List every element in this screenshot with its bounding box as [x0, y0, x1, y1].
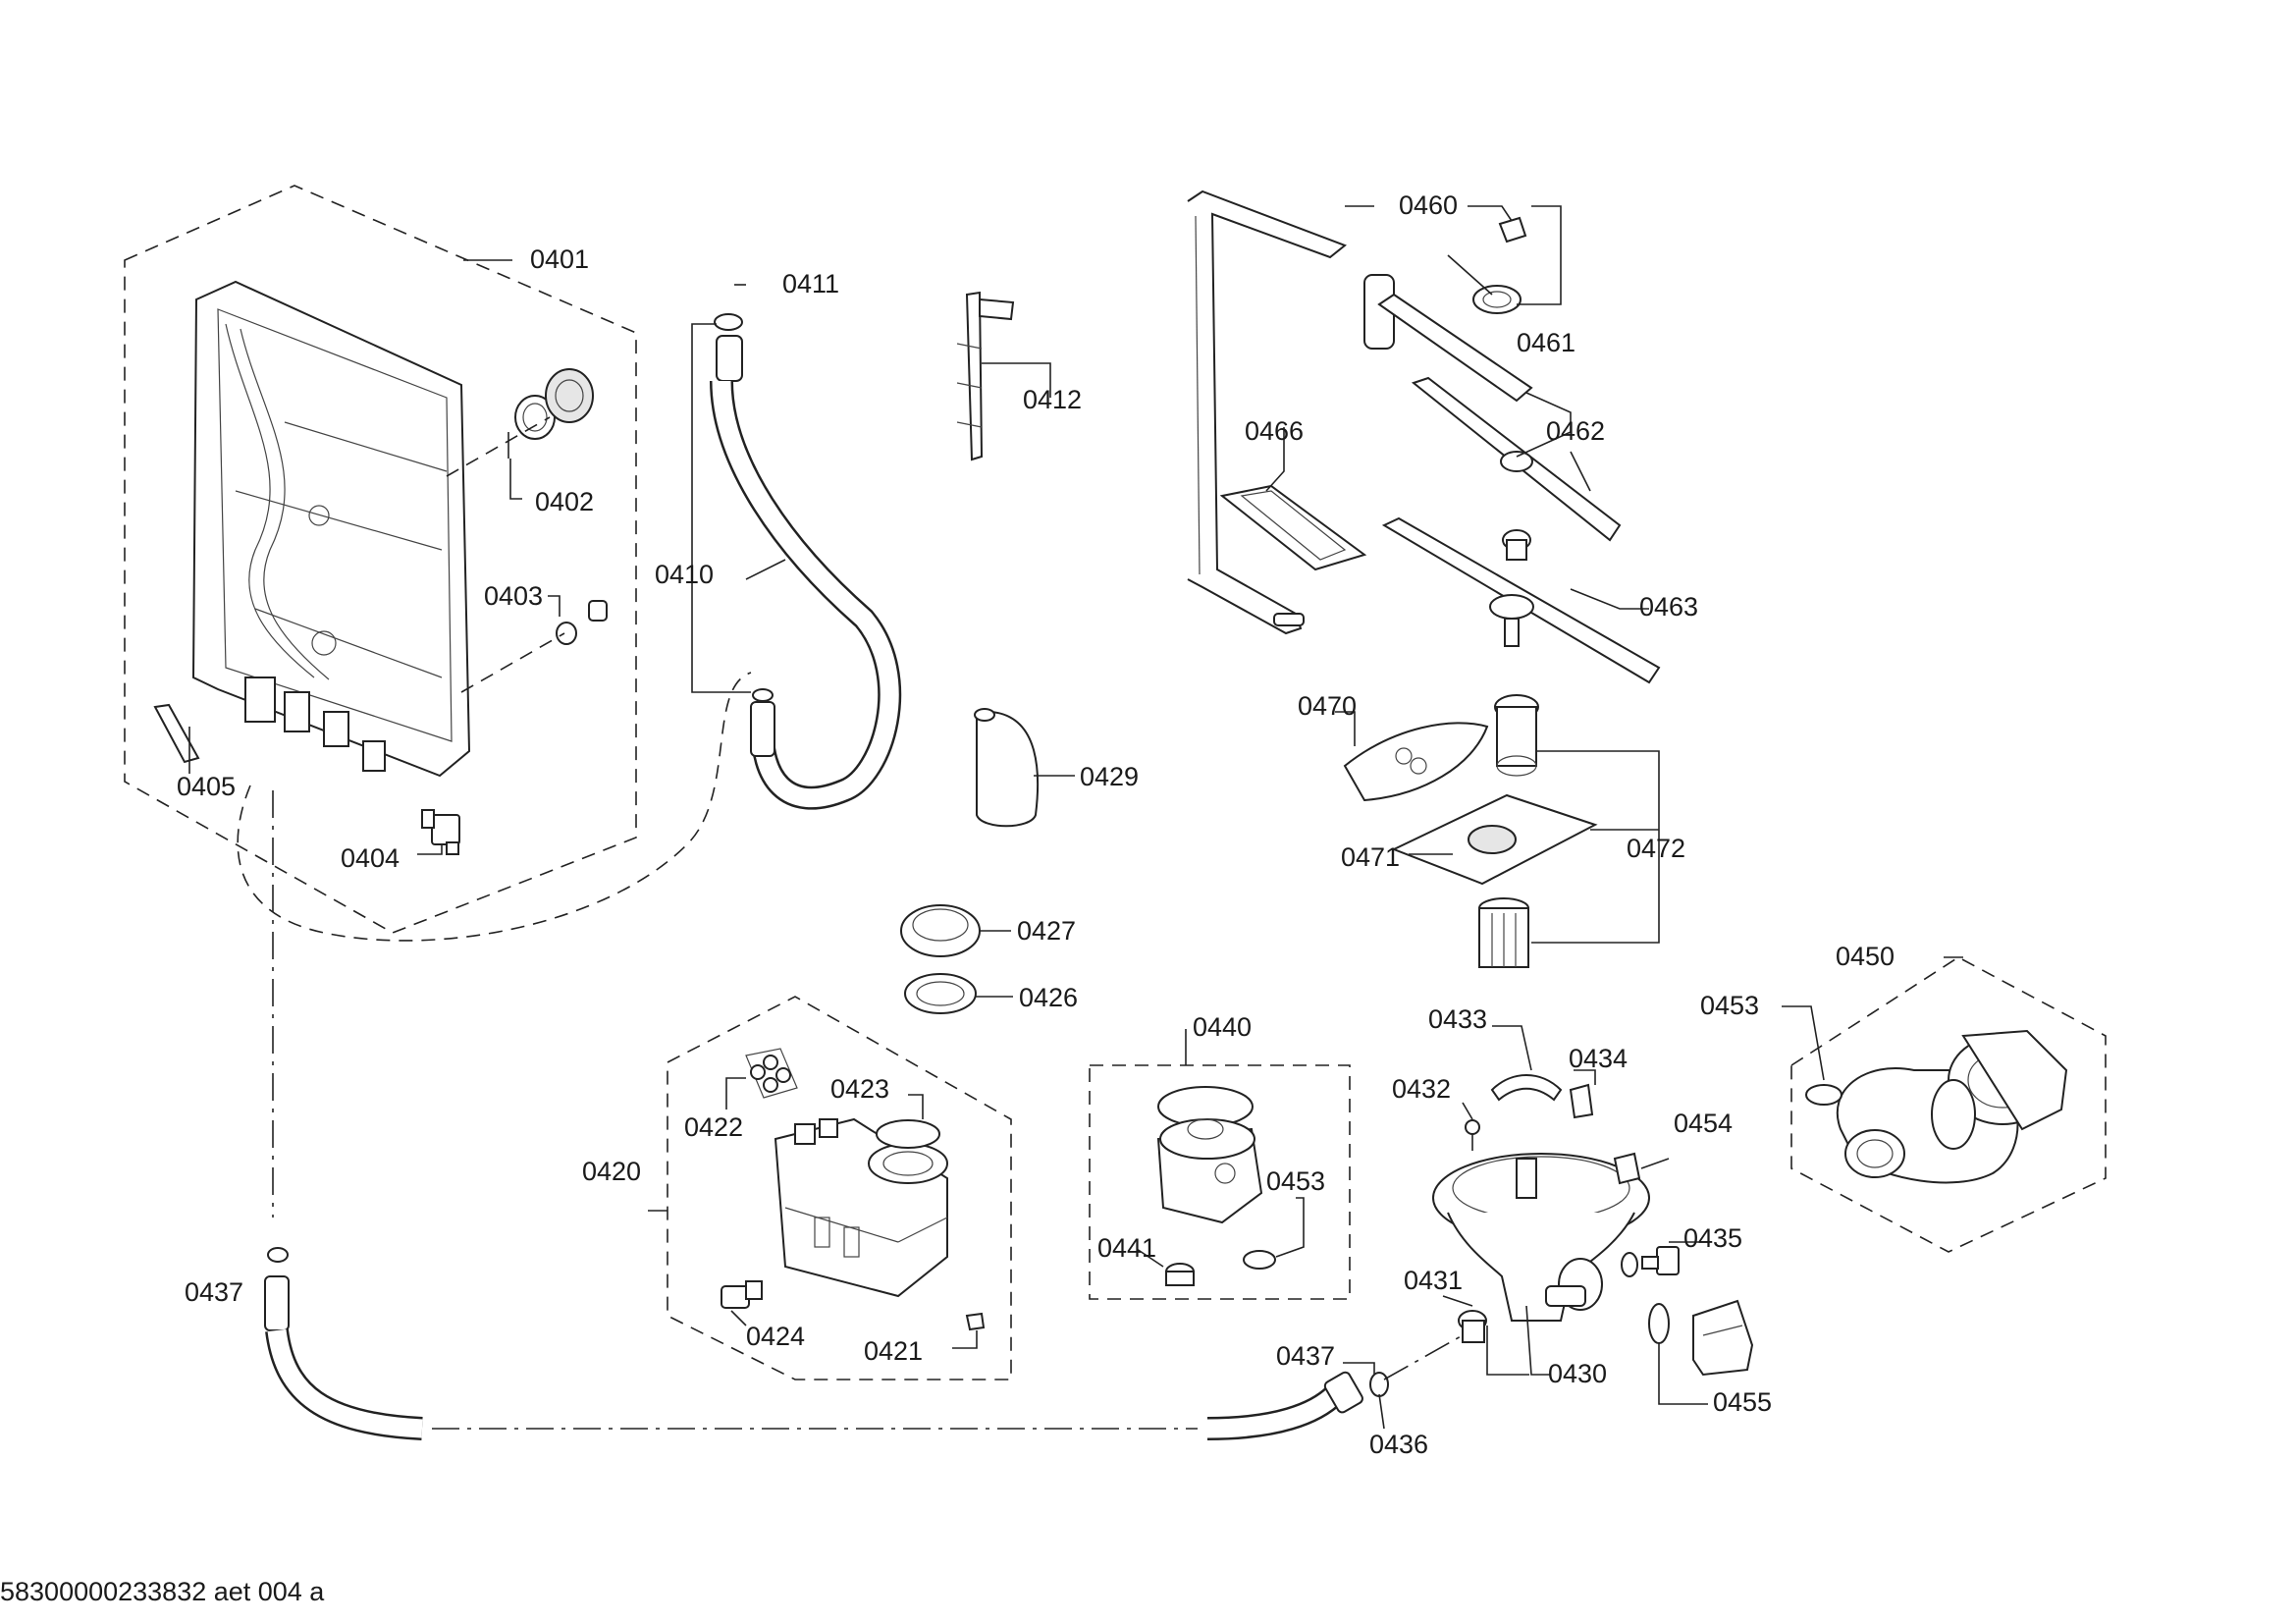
label-0434: 0434 — [1569, 1044, 1628, 1073]
label-0420: 0420 — [582, 1157, 641, 1186]
label-0462: 0462 — [1546, 416, 1605, 446]
label-0401: 0401 — [530, 244, 589, 274]
label-0453-sump: 0453 — [1266, 1166, 1325, 1196]
gasket-part-0402 — [446, 368, 594, 477]
drawing-code: 58300000233832 aet 004 a — [0, 1577, 325, 1606]
nut-part-0441 — [1165, 1263, 1195, 1286]
gear-part-0454 — [1613, 1152, 1641, 1185]
pump-sump-part-0430 — [1432, 1153, 1650, 1322]
label-0466: 0466 — [1245, 416, 1304, 446]
label-0431: 0431 — [1404, 1266, 1463, 1295]
label-0405: 0405 — [177, 772, 236, 801]
label-0404: 0404 — [341, 843, 400, 873]
label-0471: 0471 — [1341, 842, 1400, 872]
funnel-part-0429 — [974, 708, 1040, 828]
label-0454: 0454 — [1674, 1109, 1733, 1138]
seals-part-0422 — [745, 1048, 798, 1099]
clip-part-0421 — [965, 1312, 986, 1331]
label-0472: 0472 — [1627, 834, 1685, 863]
cap-part-0427 — [900, 904, 981, 957]
label-0435: 0435 — [1683, 1223, 1742, 1253]
ring-part-0426 — [904, 973, 977, 1014]
label-0402: 0402 — [535, 487, 594, 516]
label-0470: 0470 — [1298, 691, 1357, 721]
label-0433: 0433 — [1428, 1004, 1487, 1034]
circulation-pump-part-0450 — [1836, 1029, 2068, 1184]
drain-hose-part-0437 — [264, 1247, 423, 1440]
fitting-part-0431 — [1458, 1310, 1487, 1343]
group-outline-0450 — [1790, 956, 2107, 1253]
oring-part-0435 — [1621, 1252, 1638, 1277]
label-0453-pump: 0453 — [1700, 991, 1759, 1020]
label-0411: 0411 — [782, 269, 839, 298]
oring-part-0455 — [1648, 1303, 1670, 1344]
filter-cover-part-0470 — [1343, 722, 1489, 802]
holder-part-0466 — [1219, 484, 1367, 571]
label-0421: 0421 — [864, 1336, 923, 1366]
label-0432: 0432 — [1392, 1074, 1451, 1104]
screw-part-0432 — [1465, 1119, 1480, 1151]
drain-hose-part-0436 — [1206, 1371, 1389, 1440]
label-0424: 0424 — [746, 1322, 805, 1351]
label-0463: 0463 — [1639, 592, 1698, 622]
connector-part-0435 — [1641, 1246, 1680, 1275]
label-0422: 0422 — [684, 1112, 743, 1142]
label-0412: 0412 — [1023, 385, 1082, 414]
label-0429: 0429 — [1080, 762, 1139, 791]
heater-part-0420 — [774, 1117, 948, 1298]
spray-arm-part-0463 — [1381, 516, 1661, 684]
fine-filter-part-0472b — [1478, 897, 1529, 968]
label-0403: 0403 — [484, 581, 543, 611]
clamp-part-0453b — [1805, 1084, 1842, 1106]
spray-arm-part-0462 — [1411, 376, 1622, 561]
sensor-part-0424 — [721, 1280, 763, 1309]
clip-part-0433 — [1490, 1074, 1563, 1102]
sensor-part-0404 — [421, 809, 460, 855]
motor-part-0455 — [1692, 1299, 1754, 1377]
label-0436: 0436 — [1369, 1430, 1428, 1459]
hose-part-0410 — [710, 313, 902, 810]
clamp-part-0453a — [1243, 1250, 1276, 1270]
label-0450: 0450 — [1836, 942, 1895, 971]
group-outline-0440 — [1089, 1064, 1351, 1300]
guide-part-0412 — [956, 291, 1015, 461]
label-0437-right: 0437 — [1276, 1341, 1335, 1371]
filter-part-0472a — [1494, 694, 1539, 777]
label-0410: 0410 — [655, 560, 714, 589]
label-0423: 0423 — [830, 1074, 889, 1104]
valve-part-0403 — [460, 600, 608, 693]
group-outline-0420 — [667, 996, 1012, 1380]
label-0426: 0426 — [1019, 983, 1078, 1012]
group-outline-0401 — [124, 185, 637, 934]
label-0460: 0460 — [1399, 190, 1458, 220]
label-0427: 0427 — [1017, 916, 1076, 946]
side-panel-part — [191, 280, 471, 778]
nozzle-part-0460 — [1472, 216, 1527, 314]
label-0461: 0461 — [1517, 328, 1575, 357]
clip-part-0405 — [153, 703, 200, 764]
spray-pipe-part — [1187, 189, 1347, 635]
sump-part-0440 — [1156, 1086, 1263, 1224]
label-0430: 0430 — [1548, 1359, 1607, 1388]
filter-plate-part-0471 — [1391, 793, 1598, 886]
label-0437-left: 0437 — [185, 1277, 243, 1307]
label-0441: 0441 — [1097, 1233, 1156, 1263]
gasket-part-0423 — [876, 1119, 940, 1149]
label-0440: 0440 — [1193, 1012, 1252, 1042]
upper-arm-part-0460 — [1363, 274, 1533, 403]
valve-part-0434 — [1569, 1083, 1594, 1119]
label-0455: 0455 — [1713, 1387, 1772, 1417]
